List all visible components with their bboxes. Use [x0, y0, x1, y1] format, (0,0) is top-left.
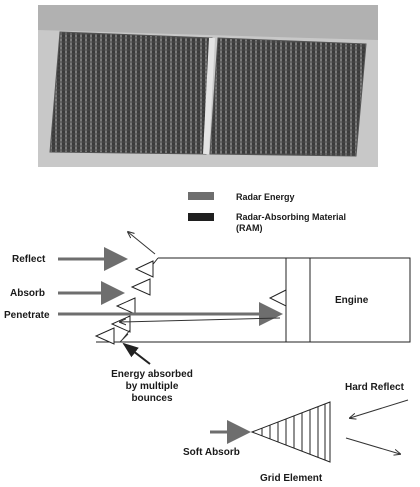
legend-label-ram-line1: Radar-Absorbing Material	[236, 212, 346, 222]
ram-wedge	[134, 260, 154, 278]
hard-reflect-label: Hard Reflect	[345, 382, 405, 393]
multi-bounce-label-line3: bounces	[131, 393, 173, 404]
ram-panel-left	[49, 31, 213, 155]
multi-bounce-pointer	[122, 342, 151, 365]
panel-seam	[203, 37, 215, 155]
engine-label: Engine	[335, 295, 369, 306]
ram-wedge	[110, 315, 131, 333]
soft-absorb-label: Soft Absorb	[183, 447, 240, 458]
multi-bounce-label-line2: by multiple	[126, 381, 179, 392]
legend: Radar Energy Radar-Absorbing Material (R…	[188, 192, 346, 233]
reflect-label: Reflect	[12, 254, 46, 265]
engine-box	[285, 257, 411, 343]
penetrate-label: Penetrate	[4, 310, 50, 321]
legend-label-radar-energy: Radar Energy	[236, 192, 295, 202]
photo-shadow	[38, 5, 378, 40]
reflected-ray	[128, 232, 156, 255]
legend-swatch-radar-energy	[188, 192, 214, 200]
hard-reflect-incoming-ray	[350, 399, 409, 418]
ram-wedge	[94, 327, 115, 345]
hard-reflect-outgoing-ray	[345, 437, 400, 454]
ram-panel-right	[209, 37, 367, 157]
ram-wedge	[130, 278, 151, 296]
multi-bounce-label-line1: Energy absorbed	[111, 369, 193, 380]
grid-element-hatching	[261, 404, 326, 460]
multi-bounce-ray	[119, 329, 131, 343]
grid-element-label: Grid Element	[260, 473, 323, 484]
grid-element-detail: Soft Absorb Grid Element Hard Reflect	[183, 382, 409, 484]
return-ray	[120, 317, 281, 322]
absorb-label: Absorb	[10, 288, 45, 299]
ram-wedge	[115, 297, 136, 315]
legend-label-ram-line2: (RAM)	[236, 223, 263, 233]
legend-swatch-ram	[188, 213, 214, 221]
ram-panel-photo	[38, 5, 378, 167]
engine-face-ram-wedge	[268, 289, 287, 307]
inlet-diagram: Engine Reflect Absorb Penetrate Energy a…	[4, 232, 411, 404]
